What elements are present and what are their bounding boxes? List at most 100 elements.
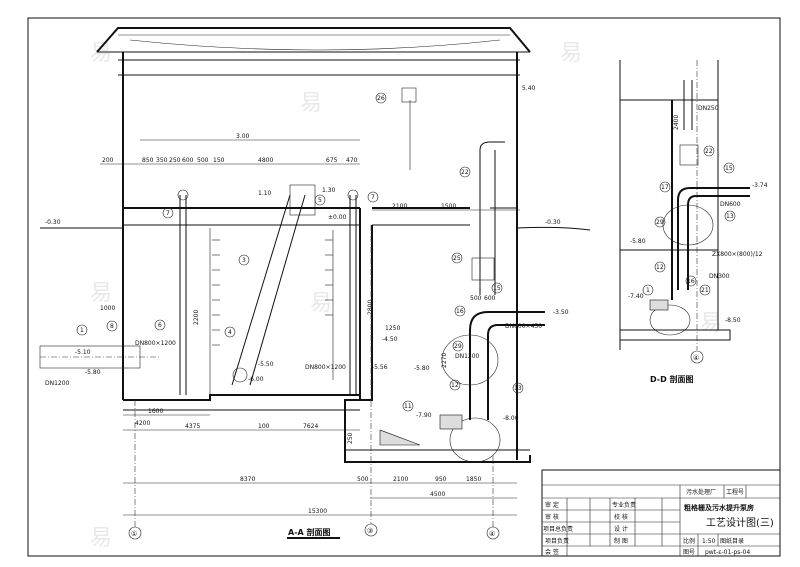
drawing-label: -0.30 xyxy=(45,219,61,226)
drawing-label: 250 xyxy=(347,432,354,444)
drawing-label: 15 xyxy=(493,285,501,292)
callout-circle xyxy=(659,181,671,193)
drawing-line xyxy=(96,27,531,53)
drawing-label: 1250 xyxy=(385,325,400,332)
drawing-label: 26 xyxy=(377,95,385,102)
drawing-line xyxy=(677,187,750,290)
drawing-label: 675 xyxy=(326,157,338,164)
drawing-label: 1600 xyxy=(148,408,163,415)
callout-circle xyxy=(685,275,697,287)
drawing-line xyxy=(379,429,421,446)
drawing-label: 17 xyxy=(661,184,669,191)
drawing-label: 制 图 xyxy=(614,537,628,545)
drawing-label: 500 xyxy=(357,476,369,483)
drawing-label: 600 xyxy=(182,157,194,164)
drawing-line xyxy=(441,334,499,386)
drawing-label: -8.50 xyxy=(725,317,741,324)
drawing-label: -4.50 xyxy=(382,336,398,343)
drawing-label: 7 xyxy=(371,194,375,201)
inlet-pipe xyxy=(39,345,160,369)
drawing-label: 易 xyxy=(310,291,332,316)
drawing-label: -3.74 xyxy=(752,182,768,189)
callout-circle xyxy=(512,382,524,394)
drawing-label: DN1200 xyxy=(455,353,480,360)
bar-screen xyxy=(231,184,316,386)
drawing-label: 易 xyxy=(700,311,722,336)
drawing-label: -5.80 xyxy=(414,365,430,372)
drawing-label: 470 xyxy=(346,157,358,164)
drawing-line xyxy=(487,324,545,420)
section-aa-title: A-A 剖面图 xyxy=(288,527,331,537)
callout-circle xyxy=(486,526,500,540)
drawing-label: 4800 xyxy=(258,157,273,164)
drawing-label: 3.00 xyxy=(236,133,250,140)
drawing-label: 比例 xyxy=(683,537,695,545)
drawing-label: 22 xyxy=(705,148,713,155)
drawing-label: 1.10 xyxy=(258,190,272,197)
drawing-label: 1500 xyxy=(441,203,456,210)
drawing-label: -5.50 xyxy=(258,361,274,368)
drawing-label: 5 xyxy=(318,197,322,204)
drawing-label: ④ xyxy=(489,530,495,538)
drawing-label: 易 xyxy=(300,91,322,116)
drawing-label: 7624 xyxy=(303,423,318,430)
callout-circle xyxy=(364,523,378,537)
callout-circle xyxy=(491,282,503,294)
drawing-label: 4200 xyxy=(135,420,150,427)
drawing-label: -5.56 xyxy=(372,364,388,371)
drawing-label: 11 xyxy=(404,403,412,410)
callout-circle xyxy=(654,216,666,228)
drawing-label: DN1200 xyxy=(45,380,70,387)
drawing-label: 7 xyxy=(166,210,170,217)
drawing-label: ±0.00 xyxy=(328,214,347,221)
mid-dimensions: 3.00 2100 1500 500 600 xyxy=(236,133,520,302)
top-dimensions: 200 850 350 250 600 500 150 4800 675 470 xyxy=(102,157,358,164)
drawing-line xyxy=(231,194,291,386)
drawing-label: 2200 xyxy=(193,310,200,325)
drawing-label: 16 xyxy=(687,278,695,285)
pipe-notes: DN1200 1000 DN800×1200 DN800×1200 DN600×… xyxy=(45,305,542,427)
drawing-line xyxy=(401,87,417,103)
drawing-label: 工程号 xyxy=(726,488,744,496)
riser-pipe xyxy=(439,141,545,430)
drawing-label: 200 xyxy=(102,157,114,164)
drawing-label: DN600 xyxy=(720,201,741,208)
drawing-label: 校 核 xyxy=(614,513,628,521)
callout-circle xyxy=(347,189,359,201)
drawing-label: 12 xyxy=(451,382,459,389)
drawing-label: DN800×1200 xyxy=(135,340,176,347)
section-dd-title: D-D 剖面图 xyxy=(650,374,694,384)
callout-circle xyxy=(449,379,461,391)
level-scale-right xyxy=(325,230,334,380)
dd-axis xyxy=(690,350,704,364)
drawing-line xyxy=(662,204,714,246)
drawing-line xyxy=(620,329,731,341)
drawing-label: 会 签 xyxy=(545,548,559,556)
drawing-line xyxy=(469,311,545,420)
callout-circle xyxy=(654,261,666,273)
callout-bubbles: 26 7 3 5 4 7 6 1 8 22 25 15 16 29 12 11 … xyxy=(76,92,524,412)
drawing-line xyxy=(449,417,501,463)
drawing-label: 6 xyxy=(158,322,162,329)
callout-circle xyxy=(232,367,248,383)
drawing-label: 3 xyxy=(242,257,246,264)
drawing-label: 1 xyxy=(646,287,650,294)
drawing-label: 4500 xyxy=(430,491,445,498)
drawing-line xyxy=(541,469,781,557)
drawing-line xyxy=(289,184,316,216)
drawing-label: DN300 xyxy=(709,273,730,280)
drawing-line xyxy=(439,414,463,430)
dd-callouts: 22 15 17 13 29 12 21 16 1 xyxy=(642,145,736,296)
drawing-label: -7.90 xyxy=(416,412,432,419)
drawing-label: 项目总负责 xyxy=(543,525,573,533)
drawing-label: 950 xyxy=(435,476,447,483)
drawing-label: 150 xyxy=(213,157,225,164)
roof-truss xyxy=(96,27,531,76)
callout-circle xyxy=(375,92,387,104)
drawing-label: 600 xyxy=(484,295,496,302)
drawing-label: 图纸目录 xyxy=(720,537,744,545)
drawing-label: DN600×450 xyxy=(505,323,542,330)
dd-elevations: -3.74 -5.80 -7.40 -8.50 2400 xyxy=(628,115,768,324)
drawing-label: 污水处理厂 xyxy=(686,488,716,496)
drawing-label: DN250 xyxy=(698,105,719,112)
